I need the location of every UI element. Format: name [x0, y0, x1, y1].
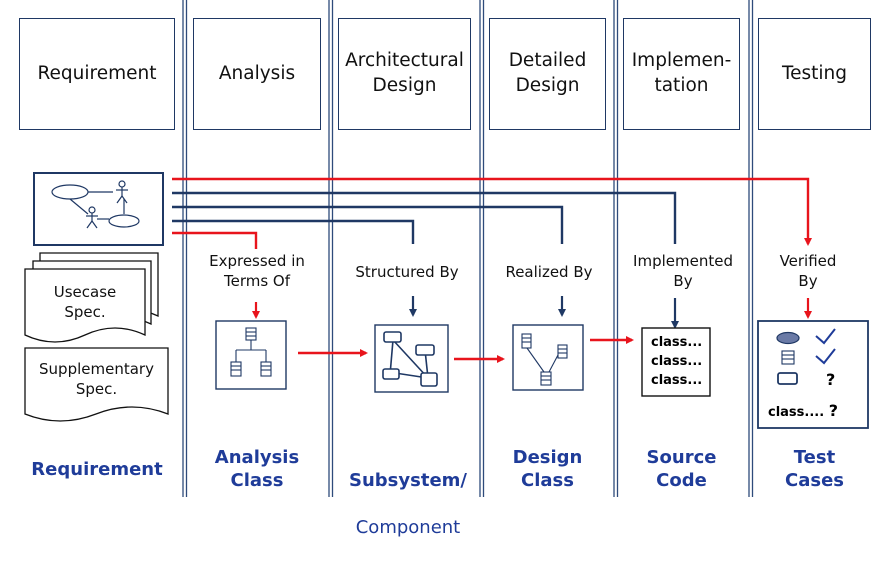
subsystem-component-diagram-icon	[374, 324, 449, 393]
header-implementation: Implemen- tation	[623, 18, 740, 130]
check-icon	[815, 348, 836, 365]
test-class-line: class.... ?	[768, 399, 838, 423]
source-code-box	[641, 327, 711, 397]
artifact-subsystem-component: Subsystem/ Component	[338, 446, 478, 563]
trace-label-testing: Verified By	[779, 252, 837, 291]
artifact-design-class: Design Class	[512, 447, 583, 492]
header-requirement: Requirement	[19, 18, 175, 130]
source-code-line: class...	[651, 372, 703, 388]
source-code-lines: class... class... class...	[651, 334, 702, 391]
artifact-source-code: Source Code	[646, 447, 717, 492]
test-cases-box	[757, 320, 869, 429]
traceability-diagram: Requirement Analysis Architectural Desig…	[19, 0, 871, 538]
test-question-mark: ?	[828, 401, 838, 420]
column-dividers	[182, 0, 754, 497]
trace-line-architecture	[172, 219, 415, 244]
supplementary-spec-label: Supplementary Spec.	[39, 360, 154, 399]
use-case-icon	[776, 331, 800, 345]
trace-lines	[172, 177, 812, 249]
trace-label-implementation: Implemented By	[633, 252, 733, 291]
artifact-test-cases: Test Cases	[785, 447, 844, 492]
trace-label-analysis: Expressed in Terms Of	[209, 252, 305, 291]
artifact-component-label: Component	[355, 517, 461, 539]
trace-label-design: Realized By	[505, 263, 593, 281]
usecase-spec-document-icon	[24, 252, 159, 343]
supplementary-spec-document-icon	[24, 347, 169, 422]
use-case-diagram-icon	[33, 172, 164, 246]
trace-line-analysis	[172, 231, 258, 249]
analysis-class-diagram-icon	[215, 320, 287, 390]
trace-line-design	[172, 205, 564, 244]
component-icon	[777, 372, 798, 385]
trace-label-architecture: Structured By	[355, 263, 459, 281]
test-class-text: class....	[768, 405, 829, 420]
header-architectural-design: Architectural Design	[338, 18, 471, 130]
header-detailed-design: Detailed Design	[489, 18, 606, 130]
diagram-canvas	[24, 0, 869, 497]
down-arrows	[252, 296, 812, 329]
design-class-diagram-icon	[512, 324, 584, 391]
header-analysis: Analysis	[193, 18, 321, 130]
artifact-subsystem-label: Subsystem/	[349, 470, 467, 492]
artifact-flow-arrows	[298, 336, 634, 363]
test-question-mark: ?	[826, 370, 836, 389]
class-icon	[781, 350, 795, 365]
usecase-spec-label: Usecase Spec.	[53, 283, 117, 322]
check-icon	[815, 328, 836, 345]
artifact-requirement: Requirement	[31, 459, 163, 480]
artifact-analysis-class: Analysis Class	[214, 447, 300, 492]
source-code-line: class...	[651, 335, 703, 350]
trace-line-testing	[172, 177, 812, 246]
source-code-line: class...	[651, 353, 703, 369]
header-testing: Testing	[758, 18, 871, 130]
trace-line-implementation	[172, 191, 677, 244]
